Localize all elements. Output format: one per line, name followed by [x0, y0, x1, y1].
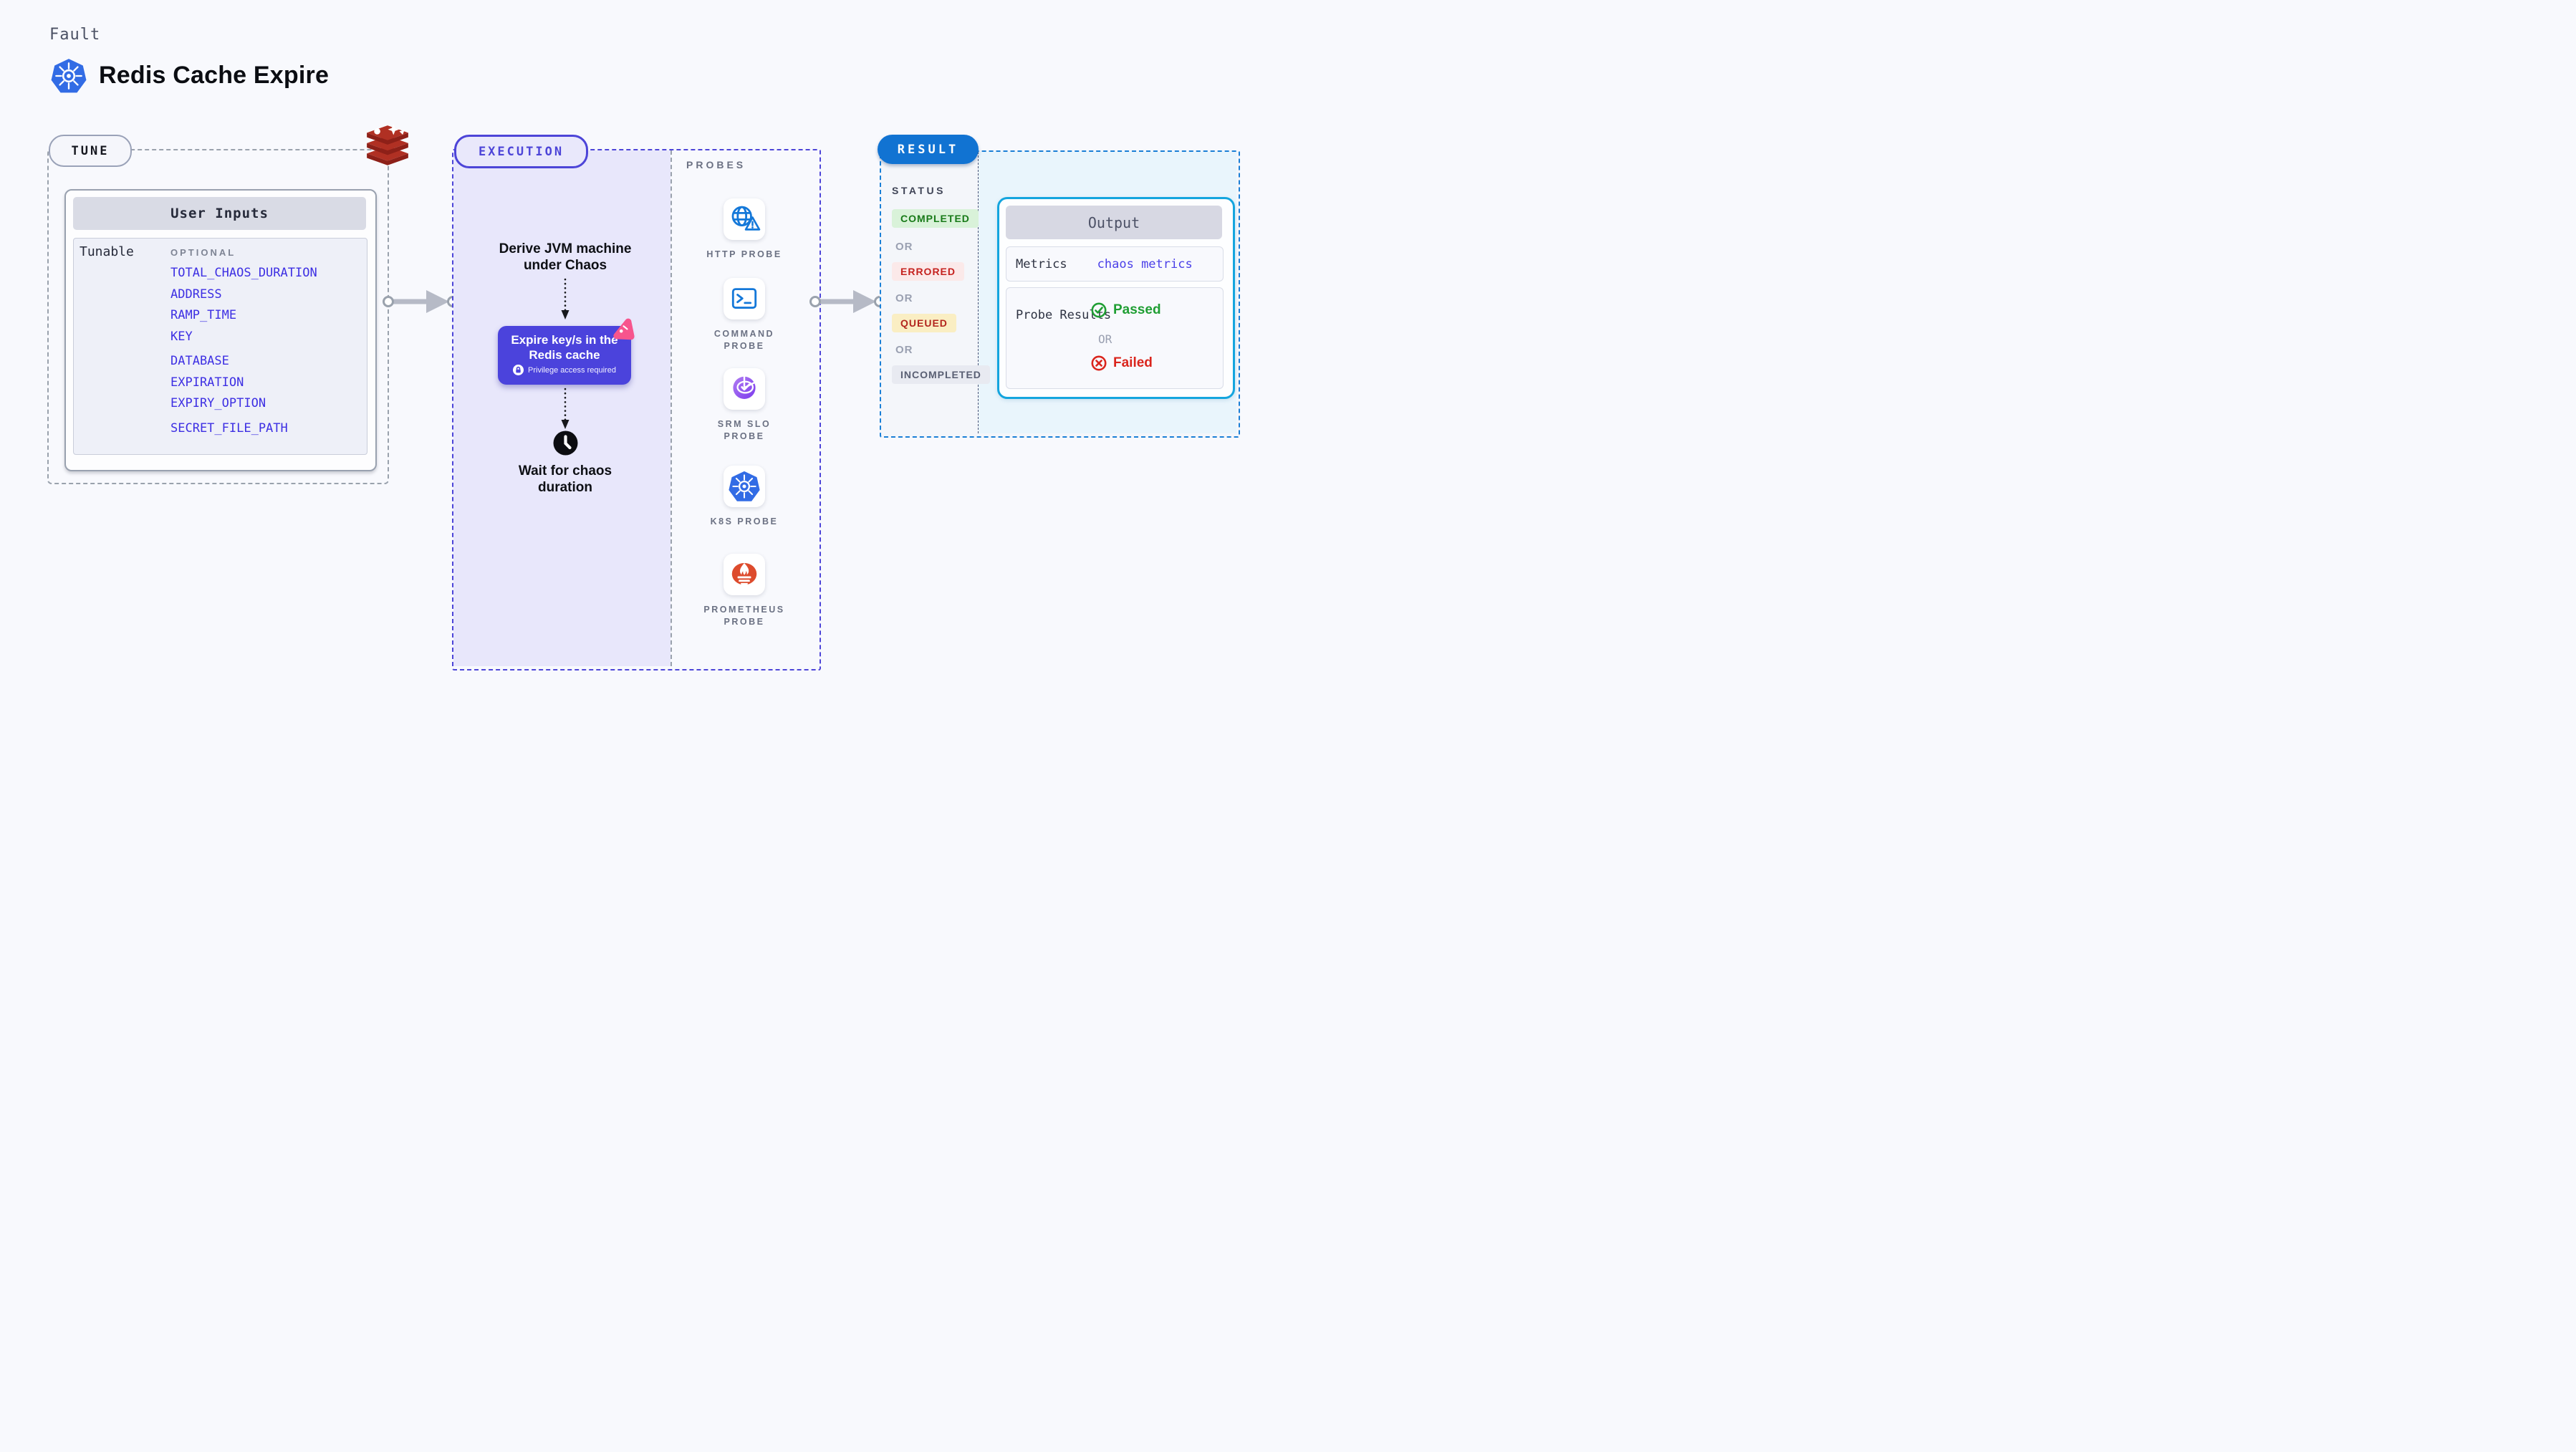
chaos-experiment-icon: [613, 318, 635, 340]
output-title: Output: [1006, 206, 1222, 239]
x-circle-icon: [1091, 355, 1107, 371]
check-circle-icon: [1091, 302, 1107, 318]
wait-step-text: Wait for chaos duration: [518, 463, 612, 495]
http-probe-card: [724, 198, 765, 240]
execution-to-result-arrow: [809, 286, 886, 317]
prometheus-probe-label: PROMETHEUS PROBE: [703, 605, 785, 627]
tunable-label: Tunable: [80, 244, 134, 259]
param-address: ADDRESS: [170, 287, 222, 302]
result-pill: RESULT: [878, 135, 979, 164]
execution-area: [453, 150, 671, 666]
srm-slo-probe-label: SRM SLO PROBE: [717, 419, 772, 441]
status-badge-errored: ERRORED: [892, 262, 965, 281]
param-expiration: EXPIRATION: [170, 375, 244, 390]
globe-warning-icon: [731, 206, 761, 231]
lock-icon: [513, 365, 524, 375]
redis-icon: [367, 124, 408, 165]
command-probe-label: COMMAND PROBE: [713, 329, 775, 351]
k8s-probe-label: K8S PROBE: [710, 516, 779, 527]
metrics-label: Metrics: [1016, 256, 1067, 271]
user-inputs-body: [73, 238, 367, 455]
or-separator: OR: [1098, 332, 1112, 346]
derive-step-text: Derive JVM machine under Chaos: [499, 241, 632, 273]
http-probe-label: HTTP PROBE: [706, 249, 782, 259]
optional-label: OPTIONAL: [170, 247, 236, 258]
metrics-value: chaos metrics: [1097, 256, 1193, 271]
execution-section: [452, 149, 821, 670]
probes-label: PROBES: [686, 159, 746, 170]
or-separator: OR: [895, 344, 913, 356]
command-probe-card: [724, 278, 765, 319]
param-database: DATABASE: [170, 354, 229, 368]
probe-item-srm-slo: SRM SLO PROBE: [691, 368, 798, 443]
probe-item-prometheus: PROMETHEUS PROBE: [691, 554, 798, 628]
k8s-probe-card: [724, 466, 765, 507]
metrics-row: Metrics chaos metrics: [1006, 246, 1224, 282]
probe-failed-row: Failed: [1091, 355, 1153, 371]
param-secret-file-path: SECRET_FILE_PATH: [170, 421, 288, 436]
clock-icon: [553, 431, 578, 456]
passed-label: Passed: [1113, 302, 1161, 317]
param-key: KEY: [170, 330, 193, 344]
slo-gauge-icon: [733, 375, 756, 399]
result-divider: [978, 152, 979, 433]
chaos-action-title: Expire key/s in the Redis cache: [511, 333, 618, 362]
probe-item-http: HTTP PROBE: [691, 198, 798, 261]
or-separator: OR: [895, 292, 913, 304]
execution-probes-divider: [671, 150, 672, 666]
privilege-note: Privilege access required: [528, 365, 616, 375]
probe-item-k8s: K8S PROBE: [691, 466, 798, 528]
status-label: STATUS: [892, 185, 946, 196]
status-badge-completed: COMPLETED: [892, 209, 979, 228]
or-separator: OR: [895, 241, 913, 253]
failed-label: Failed: [1113, 355, 1153, 370]
user-inputs-title: User Inputs: [73, 197, 366, 230]
probe-item-command: COMMAND PROBE: [691, 278, 798, 352]
prometheus-icon: [731, 562, 757, 587]
probe-passed-row: Passed: [1091, 302, 1161, 318]
execution-pill: EXECUTION: [454, 135, 588, 168]
terminal-icon: [731, 288, 757, 309]
flow-arrow-down-icon: [560, 388, 570, 431]
param-expiry-option: EXPIRY_OPTION: [170, 396, 266, 410]
kubernetes-icon: [50, 57, 87, 94]
param-ramp-time: RAMP_TIME: [170, 308, 237, 322]
page-title: Redis Cache Expire: [99, 62, 330, 89]
tune-section: [47, 149, 389, 484]
status-badge-incompleted: INCOMPLETED: [892, 365, 990, 384]
status-badge-queued: QUEUED: [892, 314, 956, 332]
prometheus-probe-card: [724, 554, 765, 595]
flow-arrow-down-icon: [560, 278, 570, 321]
kubernetes-icon: [728, 470, 761, 502]
param-total-chaos-duration: TOTAL_CHAOS_DURATION: [170, 266, 317, 280]
probe-results-row: Probe Results Passed OR Failed: [1006, 287, 1224, 389]
tune-pill: TUNE: [49, 135, 132, 167]
srm-slo-probe-card: [724, 368, 765, 410]
probe-results-label: Probe Results: [1016, 308, 1112, 322]
fault-kicker: Fault: [49, 26, 101, 44]
tune-to-execution-arrow: [382, 286, 459, 317]
chaos-action-box: Expire key/s in the Redis cache Privileg…: [498, 326, 631, 385]
